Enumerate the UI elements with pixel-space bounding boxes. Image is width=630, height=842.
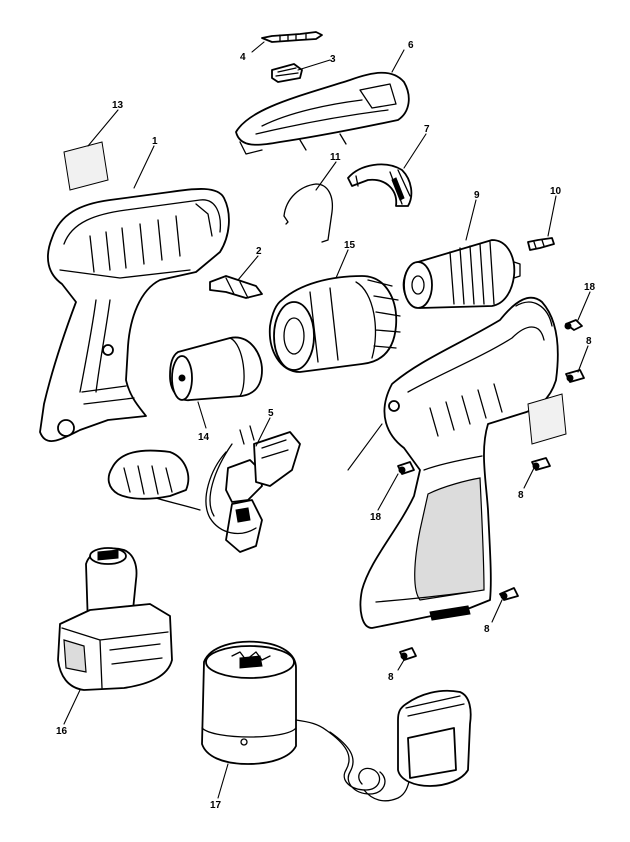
callout-6: 6 [408,40,414,51]
callout-14: 14 [198,432,210,443]
part-3-bit-clip [271,63,303,83]
part-13-label [63,141,109,191]
callout-8-bottom: 8 [388,672,394,683]
part-right-housing [359,296,559,629]
part-1-housing-left [39,188,230,442]
callout-2: 2 [256,246,262,257]
part-4-screwdriver-bit [261,31,323,43]
callout-4: 4 [240,52,246,63]
part-11-spring-clip [283,183,334,243]
callout-5: 5 [268,408,274,419]
callout-16: 16 [56,726,68,737]
part-switch-cap [107,449,190,500]
part-6-top-cover [235,71,410,155]
callout-15: 15 [344,240,356,251]
part-14-motor [169,336,263,402]
part-9-chuck [402,239,521,309]
leader-lines [63,41,591,799]
part-side-label [527,393,567,445]
part-17-charger [201,640,327,765]
charger-cord [325,729,411,802]
part-15-gearbox [268,275,401,373]
callout-11: 11 [330,152,341,163]
callout-8-upper: 8 [586,336,592,347]
part-2-switch-slider [209,275,263,299]
callout-8-lower: 8 [484,624,490,635]
part-16-battery-pack [57,547,173,691]
callout-1: 1 [152,136,158,147]
callout-13: 13 [112,100,124,111]
callout-3: 3 [330,54,336,65]
part-charger-transformer [397,689,472,787]
part-10-chuck-screw [527,237,555,251]
callout-labels: 4 3 6 13 1 11 7 9 10 15 2 18 8 14 5 8 18… [56,40,596,811]
screw-8-upper [565,369,585,383]
callout-8-mid: 8 [518,490,524,501]
screw-18-upper [564,319,583,331]
callout-17: 17 [210,800,222,811]
screw-8-mid [531,457,551,471]
screw-8-bottom [399,647,417,661]
callout-7: 7 [424,124,430,135]
screw-8-lower [499,587,519,601]
callout-18-lower: 18 [370,512,382,523]
part-7-ring-cover [347,163,413,207]
callout-9: 9 [474,190,480,201]
callout-10: 10 [550,186,562,197]
screw-18-lower [397,461,415,475]
callout-18-upper: 18 [584,282,596,293]
part-5-switch-assembly [149,425,301,553]
